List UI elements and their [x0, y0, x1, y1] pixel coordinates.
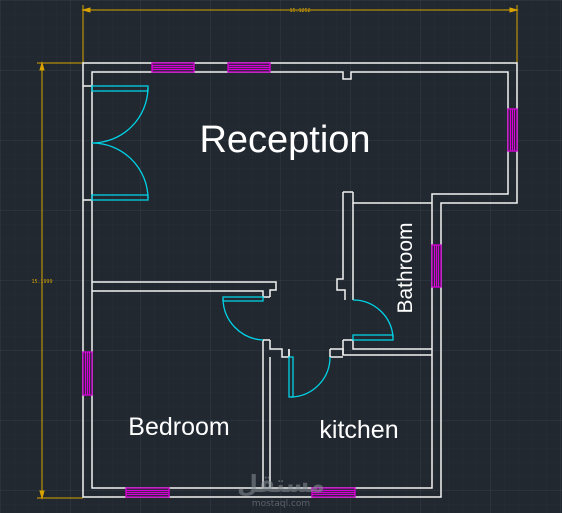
door-bathroom: [352, 299, 394, 341]
doors: [91, 85, 394, 398]
door-bedroom: [222, 296, 264, 341]
room-label-kitchen: kitchen: [319, 416, 398, 444]
room-label-reception: Reception: [199, 119, 370, 161]
window-right-bathroom: [431, 244, 442, 288]
watermark-logo: مستقل: [237, 470, 325, 498]
window-top-2: [227, 62, 271, 73]
dimension-top: [81, 5, 519, 63]
window-left-bedroom: [82, 351, 93, 396]
room-label-bedroom: Bedroom: [128, 413, 229, 441]
room-label-bathroom: Bathroom: [394, 222, 417, 313]
window-bottom-kitchen: [311, 487, 356, 498]
window-right-reception: [507, 108, 518, 152]
dimension-left-label: 15.1999: [31, 279, 52, 285]
door-entrance-upper: [91, 85, 149, 144]
door-kitchen: [288, 356, 331, 398]
door-entrance-lower: [91, 142, 149, 201]
dimension-left: [37, 61, 83, 500]
window-bottom-bedroom: [125, 487, 170, 498]
dimension-top-label: 15.1252: [289, 8, 310, 14]
windows: [82, 62, 518, 498]
window-top-1: [151, 62, 195, 73]
watermark-site: mostaql.com: [252, 499, 310, 509]
